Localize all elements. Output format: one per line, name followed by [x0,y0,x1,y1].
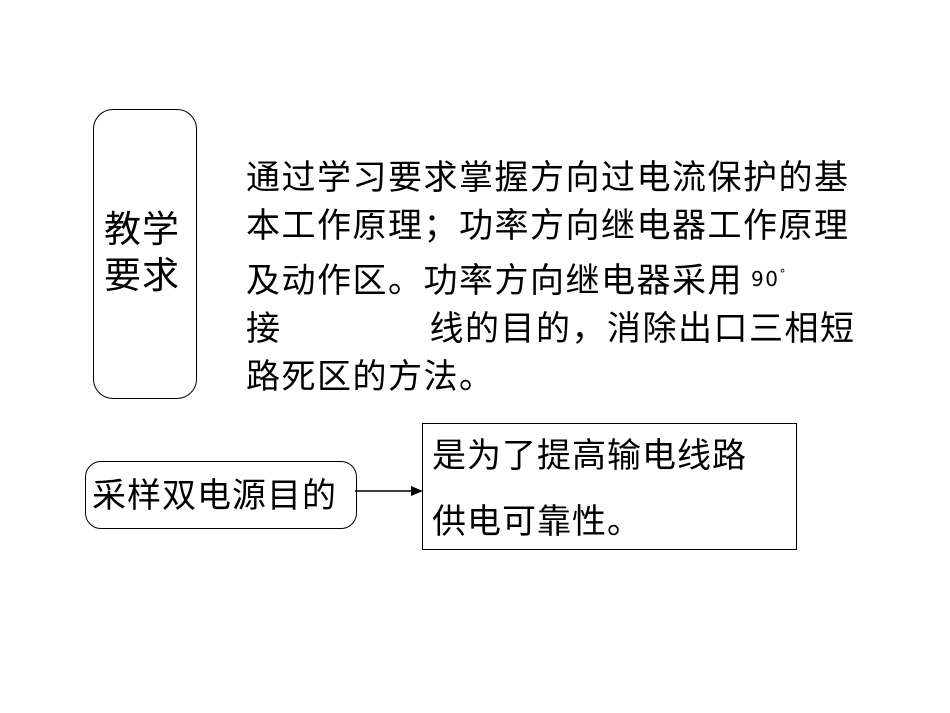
requirements-line-2: 本工作原理；功率方向继电器工作原理 [246,206,850,246]
teaching-requirements-label: 教学 要求 [104,207,190,299]
requirements-line-5: 路死区的方法。 [246,357,495,397]
requirements-line-1: 通过学习要求掌握方向过电流保护的基 [246,158,850,198]
requirements-line-4-start: 接 [246,309,282,349]
result-line-1: 是为了提高输电线路 [432,436,747,476]
requirements-line-3: 及动作区。功率方向继电器采用 90° [246,250,876,305]
teaching-requirements-box [93,109,197,399]
source-label: 采样双电源目的 [92,476,337,516]
requirements-line-3-text: 及动作区。功率方向继电器采用 [246,261,743,301]
result-line-2: 供电可靠性。 [432,502,642,542]
label-line-1: 教学 [104,208,180,251]
right-arrow-icon [355,486,423,496]
requirements-line-4-end: 线的目的，消除出口三相短 [429,309,856,349]
degree-value: 90 [751,267,780,291]
degree-annotation: 90° [751,267,787,291]
degree-symbol: ° [779,267,787,281]
source-label-box [85,461,357,529]
label-line-2: 要求 [104,254,180,297]
result-box [422,423,797,550]
requirements-line-4: 接 线的目的，消除出口三相短 [246,305,876,353]
requirements-paragraph: 通过学习要求掌握方向过电流保护的基 本工作原理；功率方向继电器工作原理 及动作区… [246,154,876,401]
